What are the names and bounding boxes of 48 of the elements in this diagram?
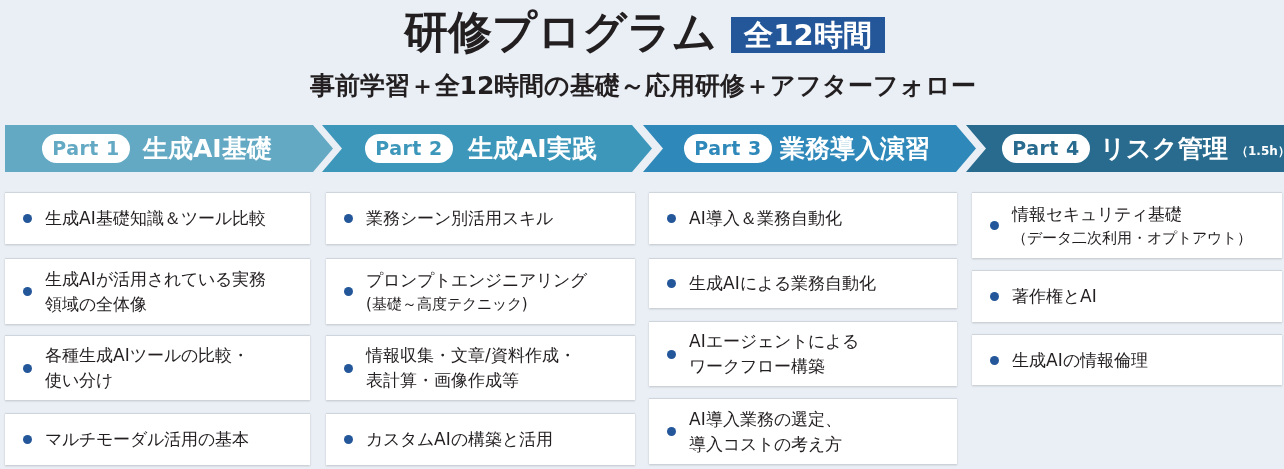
subtitle: 事前学習＋全12時間の基礎～応用研修＋アフターフォロー	[309, 70, 977, 102]
topic-card	[972, 334, 1282, 385]
part-heading: 生成AI基礎	[143, 133, 272, 164]
duration-note: （1.5h）	[1236, 142, 1284, 159]
topic-text: AI導入＆業務自動化	[689, 207, 842, 230]
topic-card	[649, 258, 957, 308]
topic-card	[326, 413, 635, 465]
topic-text: 業務シーン別活用スキル	[366, 207, 553, 230]
topic-card	[5, 413, 310, 465]
duration-badge: 全12時間	[731, 17, 885, 53]
chevron-banner	[966, 125, 1284, 172]
part-heading: リスク管理	[1100, 133, 1228, 164]
chevron-banner	[643, 125, 976, 172]
topic-text: カスタムAIの構築と活用	[366, 428, 553, 451]
topic-card	[326, 335, 635, 400]
topic-card	[326, 258, 635, 324]
part-heading: 生成AI実践	[468, 133, 597, 164]
topic-card	[972, 192, 1282, 258]
topic-card	[326, 192, 635, 244]
topic-card	[5, 192, 310, 244]
topic-card	[5, 258, 310, 324]
topic-text: マルチモーダル活用の基本	[45, 428, 249, 451]
chevron-banner	[5, 125, 333, 172]
title: 研修プログラム	[404, 6, 717, 58]
topic-card	[649, 321, 957, 386]
part-heading: 業務導入演習	[780, 133, 930, 164]
topic-card	[649, 192, 957, 244]
topic-text: AIエージェントによるワークフロー構築	[689, 330, 859, 378]
topic-text: 生成AI基礎知識＆ツール比較	[45, 207, 266, 230]
part-pill: Part 4	[1002, 134, 1090, 163]
topic-text: 各種生成AIツールの比較・使い分け	[45, 344, 249, 392]
topic-text: 生成AIによる業務自動化	[689, 272, 876, 295]
part-pill: Part 1	[42, 134, 130, 163]
part-pill: Part 3	[684, 134, 772, 163]
topic-text: AI導入業務の選定、導入コストの考え方	[689, 407, 842, 456]
topic-text: 生成AIの情報倫理	[1012, 348, 1148, 372]
topic-text: プロンプトエンジニアリング	[366, 269, 587, 292]
topic-text: 著作権とAI	[1012, 285, 1097, 308]
part-pill: Part 2	[365, 134, 453, 163]
topic-note: （データ二次利用・オプトアウト）	[1012, 228, 1252, 249]
topic-card	[649, 398, 957, 464]
topic-note: (基礎～高度テクニック)	[366, 294, 529, 315]
topic-text: 生成AIが活用されている実務領域の全体像	[45, 267, 266, 316]
topic-card	[5, 335, 310, 400]
chevron-banner	[322, 125, 652, 172]
topic-text: 情報セキュリティ基礎	[1012, 203, 1183, 226]
topic-text: 情報収集・文章/資料作成・表計算・画像作成等	[366, 344, 576, 392]
topic-card	[972, 270, 1282, 322]
